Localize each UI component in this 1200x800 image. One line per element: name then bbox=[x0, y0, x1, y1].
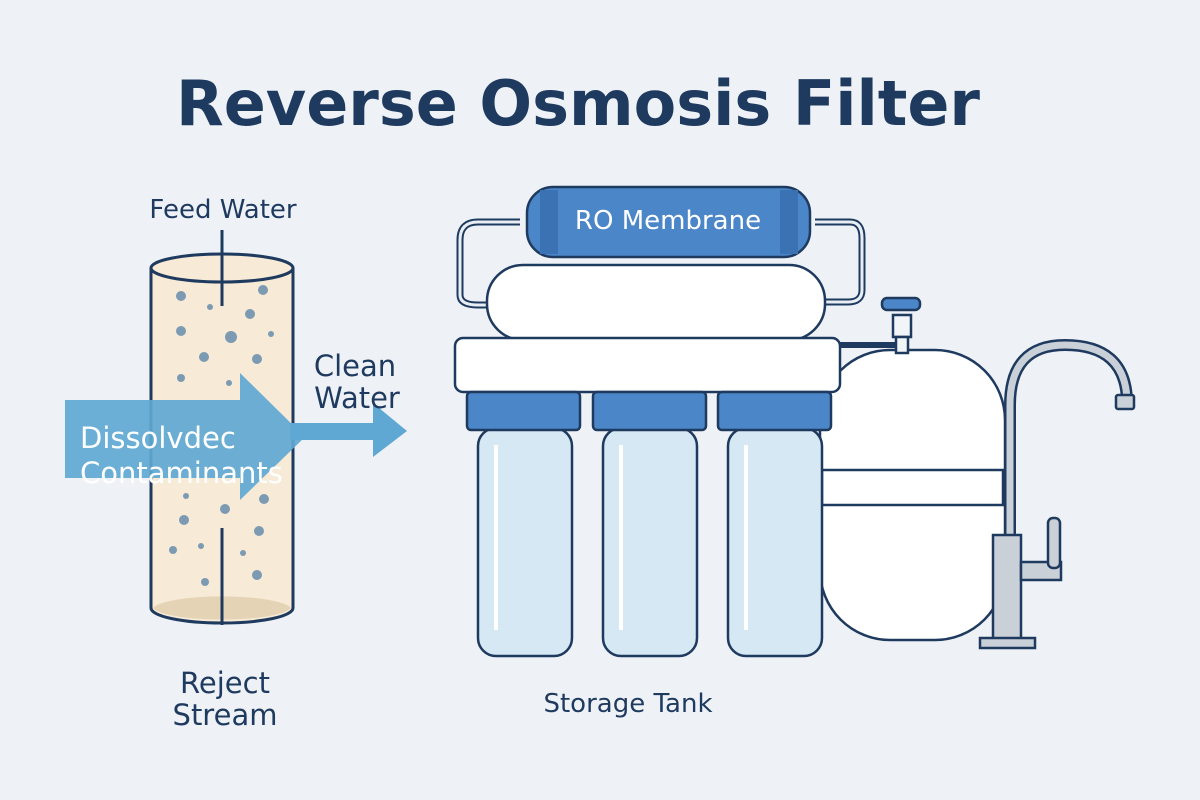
storage-tank-label: Storage Tank bbox=[543, 689, 712, 719]
clean-water-label-2: Water bbox=[314, 381, 400, 415]
filter-housings bbox=[465, 390, 833, 658]
clean-water-arrow bbox=[290, 403, 407, 457]
ro-system bbox=[453, 185, 1136, 658]
contaminant-dots bbox=[169, 285, 274, 586]
contaminants-arrow bbox=[65, 373, 305, 500]
page-title: Reverse Osmosis Filter bbox=[176, 67, 980, 140]
reject-stream-label-2: Stream bbox=[173, 698, 278, 732]
faucet bbox=[978, 338, 1136, 650]
horizontal-filter bbox=[485, 263, 827, 342]
ro-membrane-label: RO Membrane bbox=[575, 206, 761, 236]
reject-stream-label-1: Reject bbox=[180, 666, 270, 700]
contaminants-label-1: Dissolvdec bbox=[80, 421, 236, 455]
clean-water-label-1: Clean bbox=[314, 349, 396, 383]
ro-membrane bbox=[525, 185, 812, 259]
feed-water-label: Feed Water bbox=[149, 195, 296, 225]
valve-knob bbox=[880, 296, 922, 312]
contaminants-label-2: Contaminants bbox=[80, 456, 283, 490]
